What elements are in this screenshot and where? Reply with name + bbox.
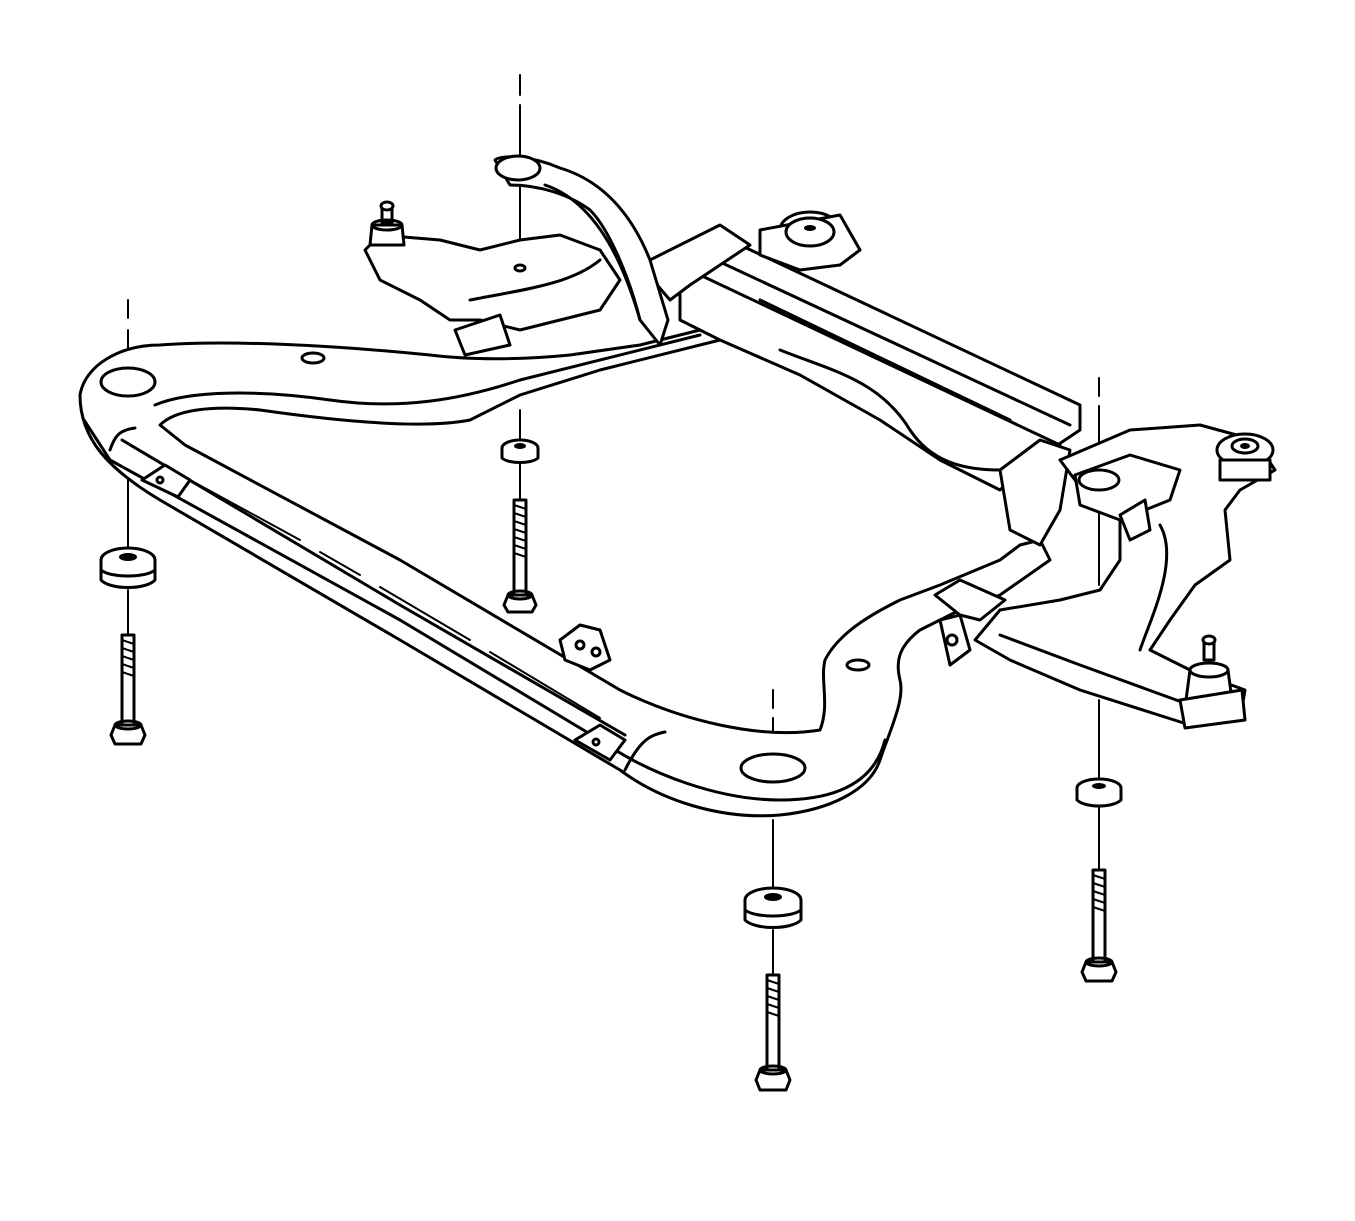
- bracket-arm-inner: [543, 183, 642, 322]
- rear-right-mount-bracket: [1118, 498, 1152, 542]
- front-right-bolt: [754, 973, 792, 1092]
- right-arm-body: [973, 423, 1277, 727]
- mount-bolts: [109, 498, 1118, 1092]
- right-ball-joint-base: [1178, 688, 1247, 730]
- rear-right-bolt: [1080, 868, 1118, 983]
- front-cap-left: [108, 426, 137, 452]
- front-left-mount-hole: [99, 366, 157, 398]
- rear-left-mount-bracket: [453, 313, 512, 357]
- rear-left-mount-top: [494, 154, 542, 182]
- rear-beam-underside: [778, 348, 1002, 472]
- rear-right-insulator: [1075, 777, 1123, 808]
- frame-slot-left: [300, 351, 326, 365]
- rear-beam: [638, 223, 1082, 547]
- right-control-arm: [973, 423, 1277, 730]
- rear-right-mount-hole: [1077, 468, 1121, 492]
- tab-left: [140, 463, 192, 499]
- rear-left-insulator: [500, 438, 540, 464]
- rear-beam-end-left: [638, 223, 752, 302]
- frame-inner-edge: [153, 333, 702, 407]
- frame-outer-body: [78, 318, 1052, 818]
- rear-left-lower-arm-hole: [513, 263, 527, 273]
- rear-beam-ridge-2: [718, 260, 1072, 427]
- crossmember-frame: [78, 318, 1052, 818]
- tab-right: [933, 578, 1007, 622]
- mount-insulators: [99, 438, 1123, 929]
- right-arm-inner: [1138, 523, 1169, 652]
- rear-beam-body: [678, 243, 1082, 492]
- rear-right-bushing-base: [1218, 458, 1272, 482]
- tab-right-lower: [938, 613, 972, 667]
- rear-left-bolt: [502, 498, 538, 614]
- right-arm-edge: [998, 633, 1192, 707]
- frame-tabs: [140, 313, 1007, 762]
- front-right-insulator: [743, 886, 803, 929]
- tab-center: [558, 623, 612, 672]
- frame-side-edge: [120, 438, 627, 737]
- rear-left-lower-arm-curve: [468, 258, 602, 302]
- front-left-bolt: [109, 633, 147, 746]
- rear-left-bracket: [363, 154, 862, 347]
- rear-left-lower-arm: [363, 233, 622, 332]
- rear-beam-end-right: [998, 438, 1072, 547]
- front-right-mount-hole: [739, 752, 807, 784]
- rear-left-ball-joint-cap: [379, 200, 395, 212]
- rear-beam-ridge-3: [758, 298, 1012, 422]
- frame-slot-right: [845, 658, 871, 672]
- frame-dash-line: [189, 479, 601, 719]
- front-left-insulator: [99, 546, 157, 589]
- front-cap-right: [623, 730, 667, 772]
